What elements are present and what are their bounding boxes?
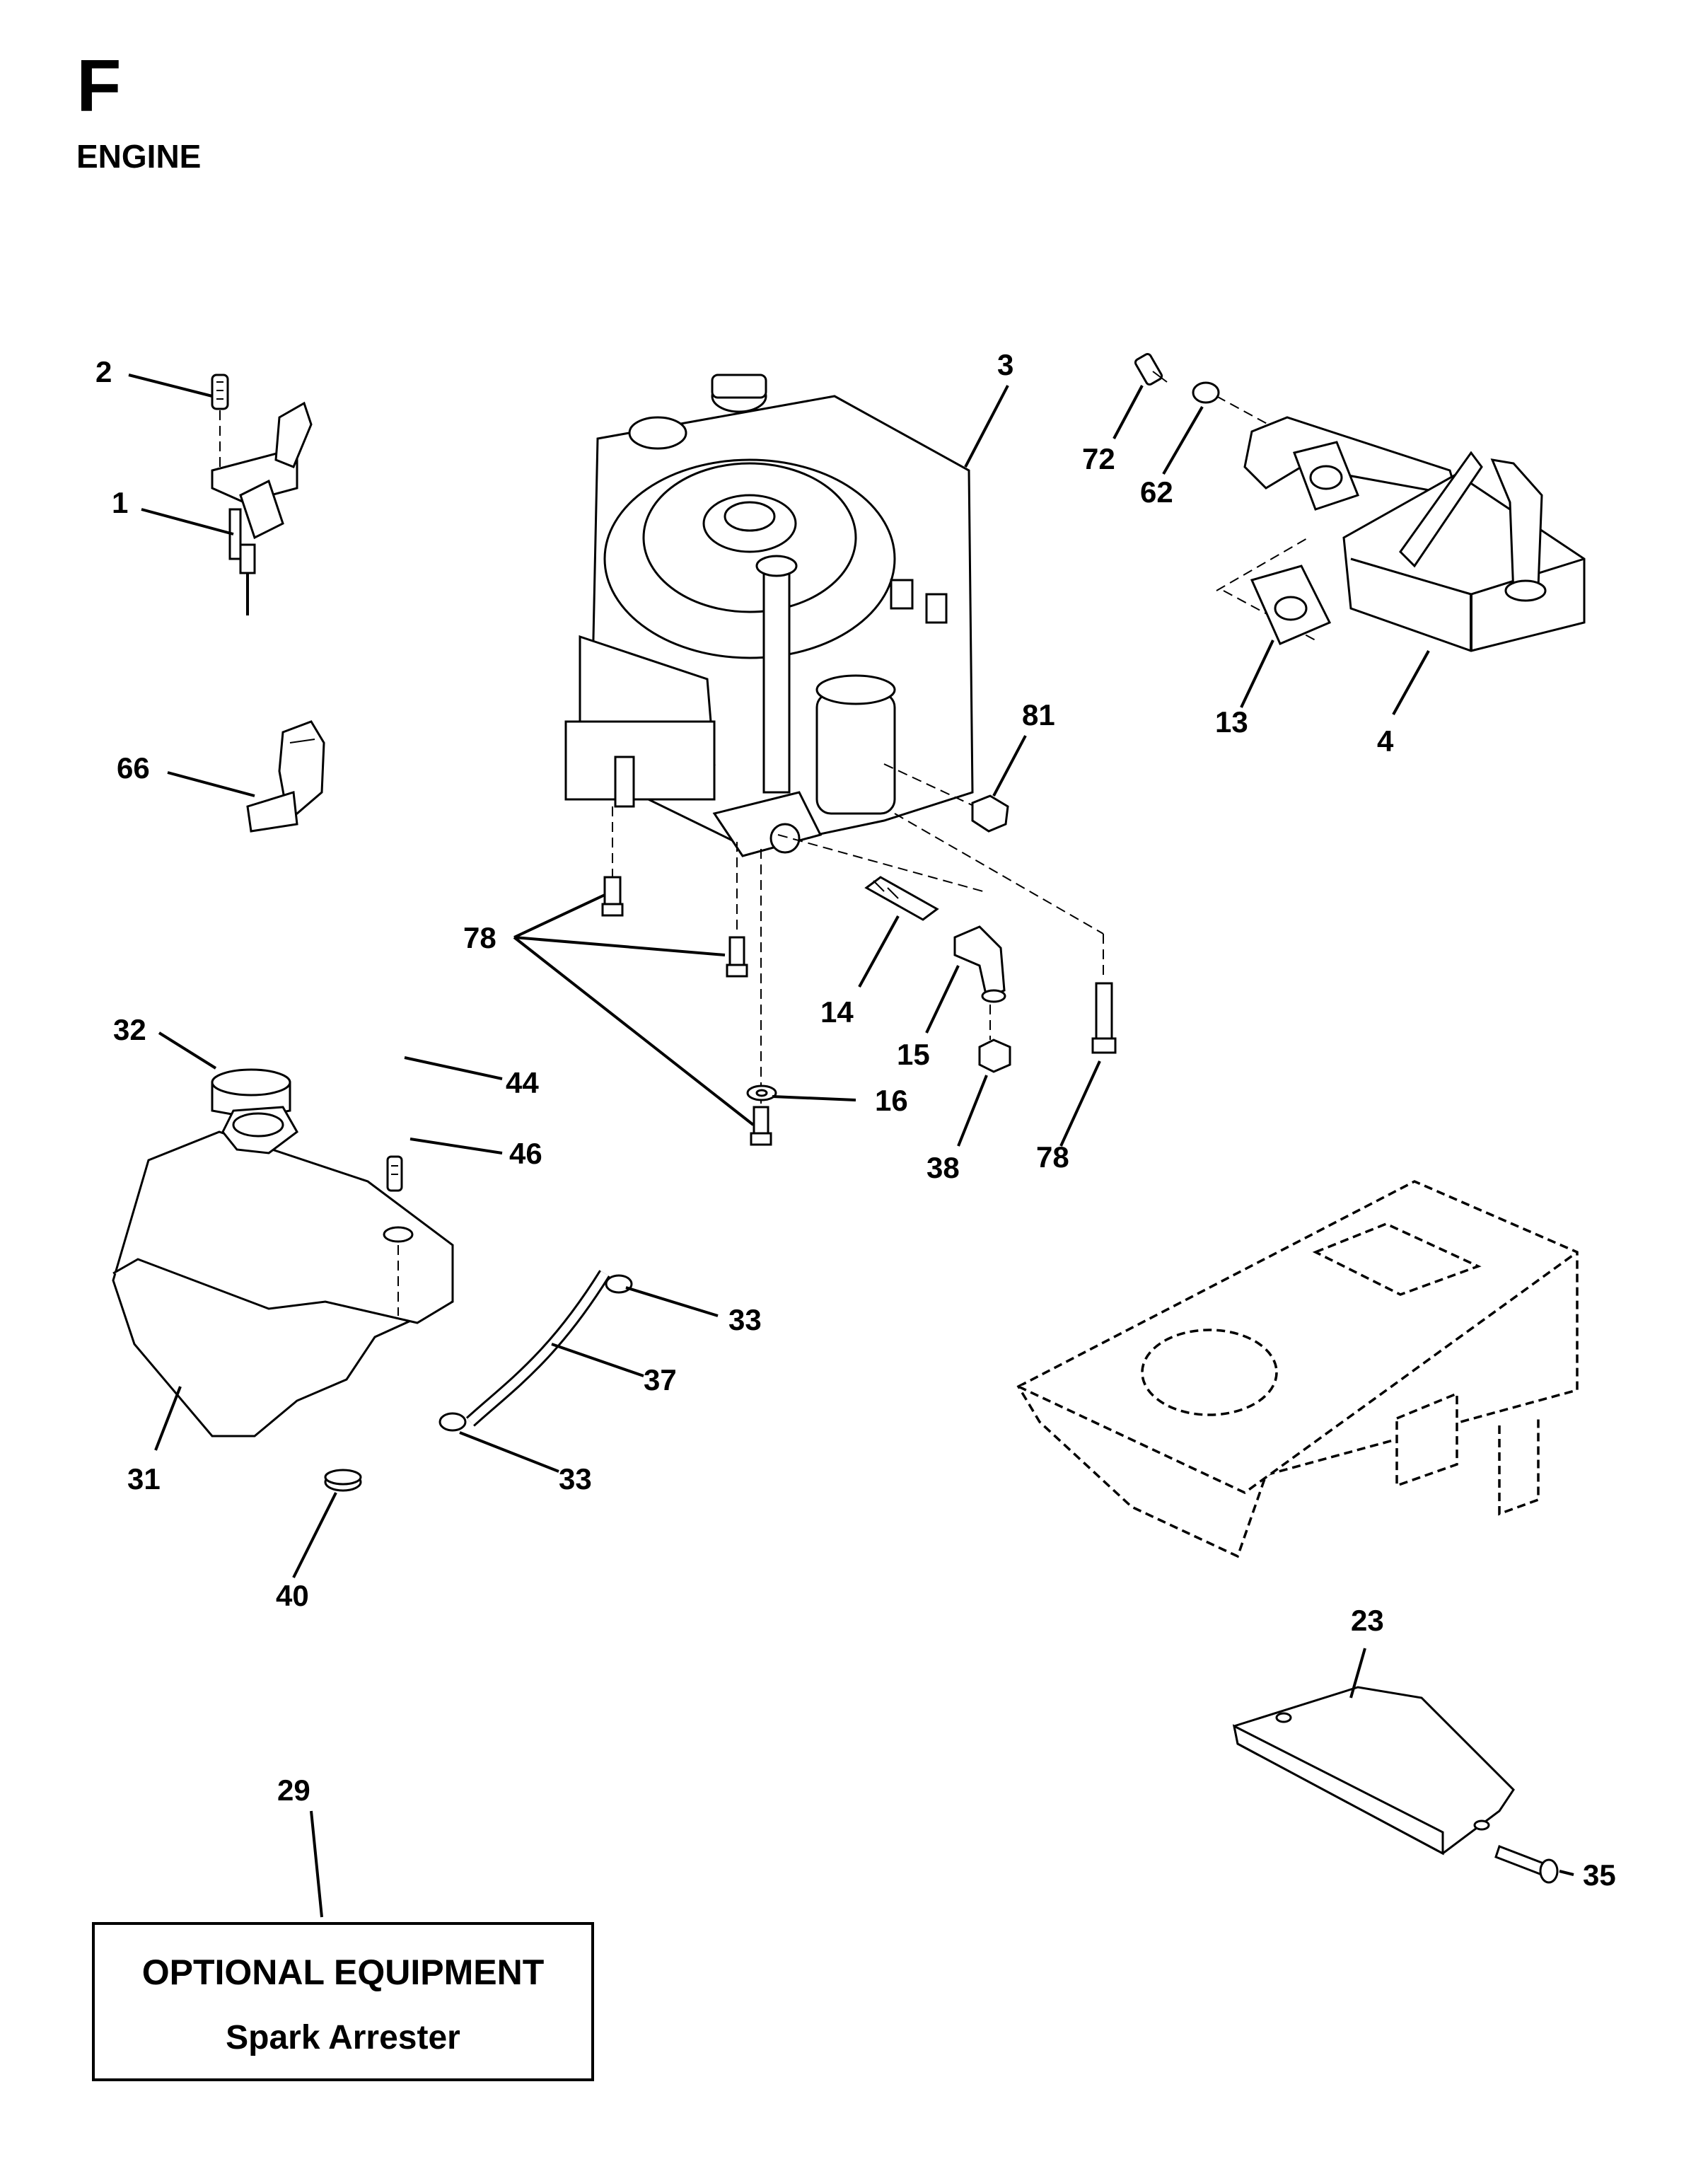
callout-44: 44 — [506, 1066, 539, 1099]
grommet-part — [324, 1469, 362, 1492]
callout-46: 46 — [509, 1137, 542, 1170]
callout-1: 1 — [112, 486, 128, 519]
callout-40: 40 — [276, 1579, 309, 1612]
pipe-nipple-part — [864, 876, 939, 921]
muffler-assembly-part — [1134, 353, 1586, 652]
callout-15: 15 — [897, 1038, 930, 1071]
callout-23: 23 — [1351, 1604, 1384, 1637]
fuel-tank-part — [112, 1068, 454, 1437]
callout-33-lower: 33 — [559, 1462, 592, 1495]
throttle-control-part — [211, 374, 313, 615]
callout-33-upper: 33 — [728, 1303, 762, 1336]
screw-part — [1494, 1845, 1559, 1884]
fuel-line-part — [438, 1270, 633, 1432]
callout-37: 37 — [644, 1363, 677, 1396]
optional-equipment-item: Spark Arrester — [226, 2019, 460, 2056]
callout-3: 3 — [997, 348, 1013, 381]
nut-part — [971, 794, 1009, 833]
heat-shield-part — [1232, 1686, 1515, 1856]
callout-13: 13 — [1215, 705, 1248, 739]
washer-part — [746, 1084, 777, 1101]
callout-72: 72 — [1082, 442, 1115, 475]
callout-14: 14 — [820, 995, 854, 1029]
clip-part — [246, 720, 325, 833]
callout-78-right: 78 — [1036, 1140, 1069, 1174]
callout-4: 4 — [1377, 724, 1394, 758]
callout-81: 81 — [1022, 698, 1055, 731]
callout-2: 2 — [95, 355, 112, 388]
optional-equipment-title: OPTIONAL EQUIPMENT — [141, 1952, 545, 1992]
optional-equipment-box: OPTIONAL EQUIPMENT Spark Arrester — [92, 1922, 594, 2081]
callout-29: 29 — [277, 1774, 310, 1807]
section-title: ENGINE — [76, 138, 202, 175]
callout-35: 35 — [1583, 1858, 1616, 1892]
callout-38: 38 — [926, 1151, 960, 1184]
frame-reference — [1016, 1180, 1579, 1558]
callout-labels: 1 2 3 4 13 14 15 16 23 29 31 32 33 33 35… — [95, 348, 1616, 1892]
elbow-fitting-part — [953, 925, 1006, 1003]
callout-16: 16 — [875, 1084, 908, 1117]
callout-78-left: 78 — [463, 921, 496, 954]
callout-62: 62 — [1140, 475, 1173, 509]
callout-32: 32 — [113, 1013, 146, 1046]
callout-66: 66 — [117, 751, 150, 785]
bolts-part — [601, 876, 1117, 1146]
callout-31: 31 — [127, 1462, 161, 1495]
section-letter: F — [76, 45, 122, 127]
cap-part — [978, 1005, 1011, 1073]
engine-part — [564, 374, 1104, 1104]
leader-lines — [128, 374, 1574, 1918]
